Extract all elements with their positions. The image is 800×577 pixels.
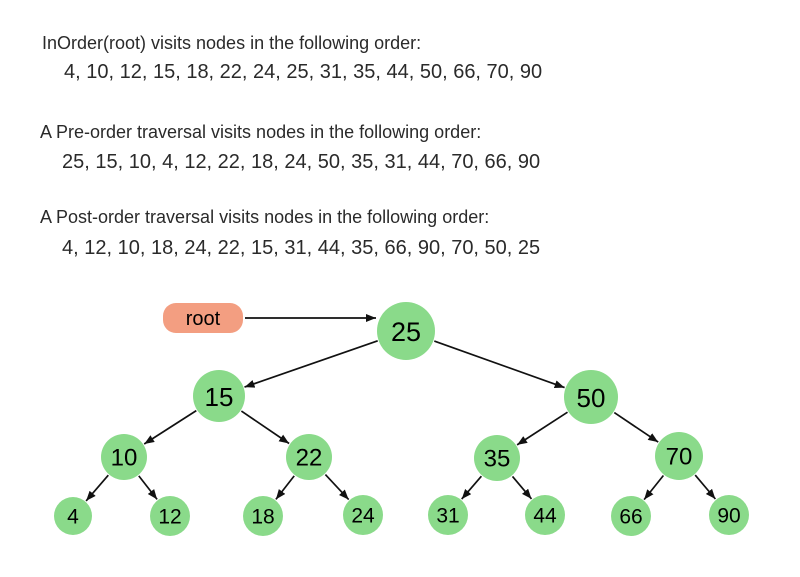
edge-35-31: [461, 475, 483, 500]
tree-node-4: 4: [54, 497, 92, 535]
edge-50-70: [613, 411, 659, 443]
node-circle: [709, 495, 749, 535]
tree-node-66: 66: [611, 496, 651, 536]
tree-node-90: 90: [709, 495, 749, 535]
node-circle: [193, 370, 245, 422]
preorder-heading: A Pre-order traversal visits nodes in th…: [40, 122, 482, 142]
node-circle: [243, 496, 283, 536]
tree-node-50: 50: [564, 370, 618, 424]
tree-node-70: 70: [655, 432, 703, 480]
node-circle: [525, 495, 565, 535]
tree-node-10: 10: [101, 434, 147, 480]
node-circle: [101, 434, 147, 480]
edge-25-50: [434, 340, 565, 389]
node-circle: [564, 370, 618, 424]
node-label: 50: [577, 383, 606, 413]
tree-node-31: 31: [428, 495, 468, 535]
preorder-sequence: 25, 15, 10, 4, 12, 22, 18, 24, 50, 35, 3…: [62, 151, 541, 173]
tree-node-22: 22: [286, 434, 332, 480]
node-label: 66: [619, 506, 642, 529]
edge-22-18: [275, 475, 295, 500]
edge-35-44: [511, 475, 533, 500]
node-label: 90: [717, 505, 740, 528]
node-circle: [54, 497, 92, 535]
node-label: 18: [251, 506, 274, 529]
node-circle: [286, 434, 332, 480]
edge-50-35: [516, 411, 568, 446]
tree-node-12: 12: [150, 496, 190, 536]
root-label-text: root: [186, 308, 221, 330]
tree-node-35: 35: [474, 435, 520, 481]
inorder-sequence: 4, 10, 12, 15, 18, 22, 24, 25, 31, 35, 4…: [64, 61, 543, 83]
edge-70-66: [643, 474, 665, 501]
node-label: 24: [351, 505, 375, 528]
inorder-heading: InOrder(root) visits nodes in the follow…: [42, 33, 422, 53]
edge-10-12: [138, 475, 158, 500]
root-pointer: root: [163, 303, 376, 333]
edge-10-4: [85, 474, 109, 502]
tree-node-24: 24: [343, 495, 383, 535]
node-circle: [377, 302, 435, 360]
node-circle: [428, 495, 468, 535]
tree-node-44: 44: [525, 495, 565, 535]
node-label: 12: [158, 506, 181, 529]
node-label: 70: [666, 444, 693, 471]
node-circle: [655, 432, 703, 480]
edge-15-22: [240, 410, 290, 445]
edge-25-15: [244, 339, 378, 388]
root-label-pill: [163, 303, 243, 333]
node-circle: [150, 496, 190, 536]
node-label: 25: [391, 317, 421, 347]
node-label: 44: [533, 505, 557, 528]
edge-22-24: [324, 474, 350, 501]
tree-node-25: 25: [377, 302, 435, 360]
node-label: 35: [484, 446, 511, 473]
node-circle: [611, 496, 651, 536]
node-circle: [343, 495, 383, 535]
postorder-sequence: 4, 12, 10, 18, 24, 22, 15, 31, 44, 35, 6…: [62, 237, 541, 259]
edge-15-10: [143, 409, 197, 445]
node-circle: [474, 435, 520, 481]
postorder-heading: A Post-order traversal visits nodes in t…: [40, 207, 490, 227]
tree-node-18: 18: [243, 496, 283, 536]
node-label: 4: [67, 506, 79, 529]
tree-node-15: 15: [193, 370, 245, 422]
node-label: 22: [296, 445, 323, 472]
edge-70-90: [694, 474, 717, 500]
node-label: 15: [205, 382, 234, 412]
node-label: 10: [111, 445, 138, 472]
node-label: 31: [436, 505, 459, 528]
